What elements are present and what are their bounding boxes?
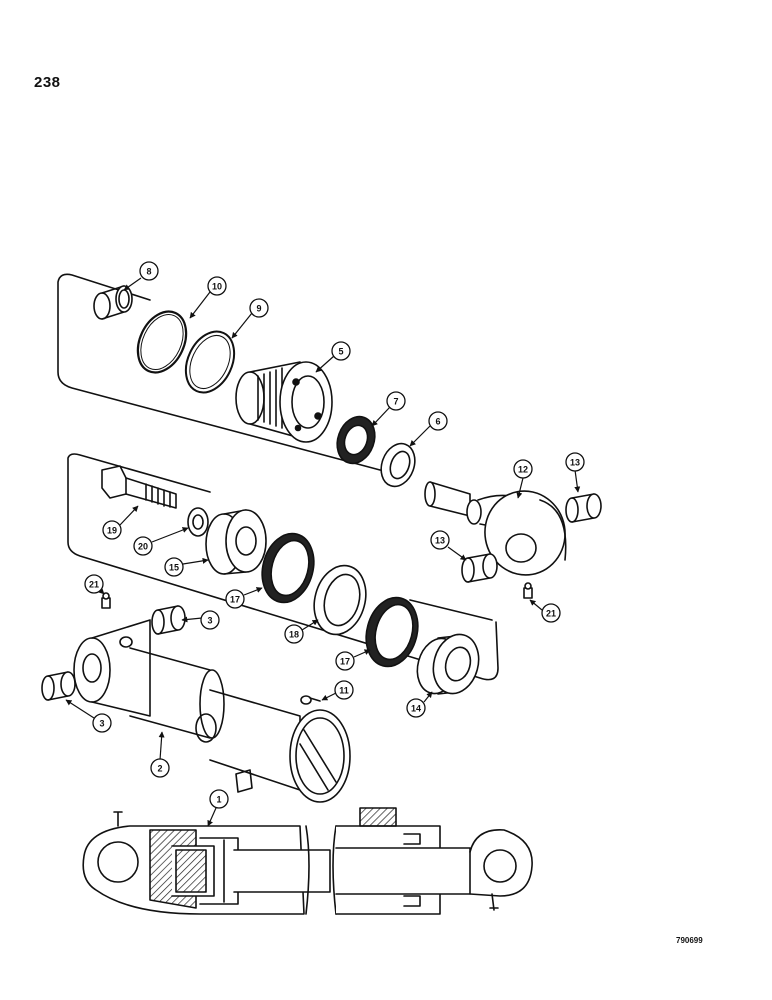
svg-text:3: 3 bbox=[207, 616, 212, 626]
svg-text:14: 14 bbox=[411, 704, 421, 714]
svg-text:6: 6 bbox=[435, 417, 440, 427]
svg-text:12: 12 bbox=[518, 465, 528, 475]
callout-7: 7 bbox=[386, 391, 406, 411]
callout-1: 1 bbox=[209, 789, 229, 809]
rod-eye-12 bbox=[424, 481, 567, 576]
svg-text:21: 21 bbox=[546, 609, 556, 619]
svg-text:8: 8 bbox=[146, 267, 151, 277]
svg-text:1: 1 bbox=[216, 795, 221, 805]
callout-18: 18 bbox=[284, 624, 304, 644]
o-ring-10 bbox=[136, 310, 188, 374]
page-number: 238 bbox=[34, 74, 61, 91]
callout-21-right: 21 bbox=[541, 603, 561, 623]
rod-seal-7 bbox=[336, 415, 376, 465]
svg-text:3: 3 bbox=[99, 719, 104, 729]
callout-14: 14 bbox=[406, 698, 426, 718]
piston-seal-17-lower bbox=[365, 596, 419, 668]
screw-11 bbox=[300, 695, 321, 705]
gland-5 bbox=[235, 361, 333, 443]
callout-6: 6 bbox=[428, 411, 448, 431]
grease-fitting-21-left bbox=[101, 592, 111, 609]
callout-17-upper: 17 bbox=[225, 589, 245, 609]
svg-text:19: 19 bbox=[107, 526, 117, 536]
reference-code: 790699 bbox=[676, 936, 703, 945]
bolt-19 bbox=[101, 465, 177, 509]
svg-text:2: 2 bbox=[157, 764, 162, 774]
piston-seal-17-upper bbox=[261, 532, 315, 604]
stop-ring-14 bbox=[416, 633, 480, 695]
callout-12: 12 bbox=[513, 459, 533, 479]
gland-kit-outline bbox=[57, 273, 381, 471]
callouts: 8 10 9 5 7 6 12 13 13 21 19 20 15 17 18 … bbox=[84, 261, 585, 809]
grease-fitting-21-right bbox=[523, 582, 533, 599]
svg-text:13: 13 bbox=[570, 458, 580, 468]
svg-text:15: 15 bbox=[169, 563, 179, 573]
washer-20 bbox=[187, 507, 209, 537]
piston-kit-outline bbox=[67, 453, 499, 681]
bushing-3-upper bbox=[151, 605, 186, 635]
callout-11: 11 bbox=[334, 680, 354, 700]
callout-2: 2 bbox=[150, 758, 170, 778]
backup-ring-9 bbox=[184, 330, 236, 394]
svg-text:5: 5 bbox=[338, 347, 343, 357]
callout-21-left: 21 bbox=[84, 574, 104, 594]
callout-15: 15 bbox=[164, 557, 184, 577]
bushing-13-lower bbox=[461, 553, 498, 583]
callout-13-lower: 13 bbox=[430, 530, 450, 550]
wear-ring-18 bbox=[313, 564, 367, 636]
piston-15 bbox=[205, 509, 267, 575]
callout-8: 8 bbox=[139, 261, 159, 281]
svg-text:20: 20 bbox=[138, 542, 148, 552]
callout-17-lower: 17 bbox=[335, 651, 355, 671]
assembled-cylinder-1 bbox=[82, 807, 533, 915]
bushing-13-upper bbox=[565, 493, 602, 523]
callout-3-lower: 3 bbox=[92, 713, 112, 733]
svg-text:18: 18 bbox=[289, 630, 299, 640]
callout-3-upper: 3 bbox=[200, 610, 220, 630]
svg-text:11: 11 bbox=[339, 686, 349, 696]
svg-text:13: 13 bbox=[435, 536, 445, 546]
svg-text:17: 17 bbox=[230, 595, 240, 605]
svg-text:21: 21 bbox=[89, 580, 99, 590]
barrel-2 bbox=[73, 619, 351, 803]
callout-9: 9 bbox=[249, 298, 269, 318]
svg-text:7: 7 bbox=[393, 397, 398, 407]
wear-ring-8 bbox=[93, 285, 133, 320]
callout-19: 19 bbox=[102, 520, 122, 540]
callout-20: 20 bbox=[133, 536, 153, 556]
callout-10: 10 bbox=[207, 276, 227, 296]
piston-kit-outline-right bbox=[409, 599, 493, 621]
svg-text:9: 9 bbox=[256, 304, 261, 314]
svg-text:17: 17 bbox=[340, 657, 350, 667]
wiper-6 bbox=[380, 442, 416, 488]
callout-5: 5 bbox=[331, 341, 351, 361]
svg-text:10: 10 bbox=[212, 282, 222, 292]
callout-13-upper: 13 bbox=[565, 452, 585, 472]
bushing-3-lower bbox=[41, 671, 76, 701]
